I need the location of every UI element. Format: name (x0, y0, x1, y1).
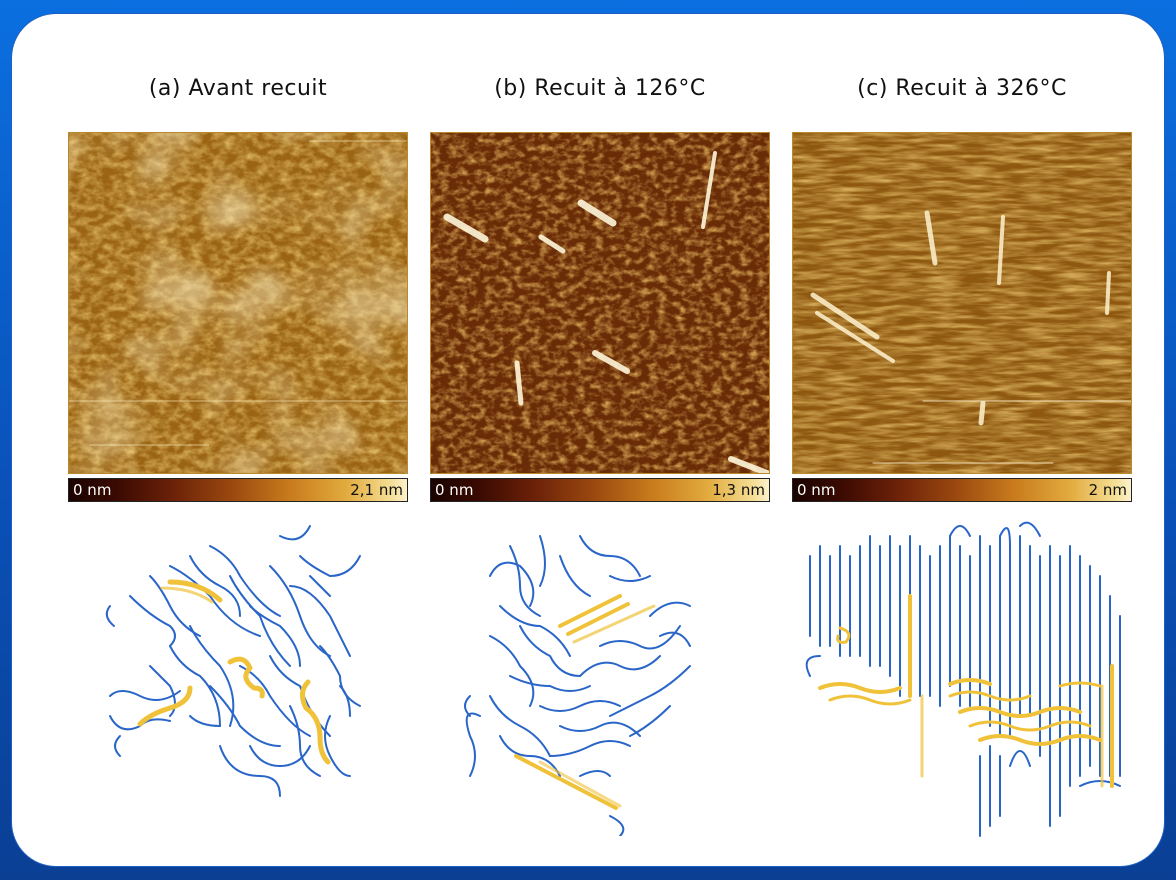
height-scale-c: 0 nm 2 nm (792, 478, 1132, 502)
chain-sketch-a (90, 516, 450, 856)
scale-max-label: 2 nm (1088, 481, 1127, 499)
height-scale-b: 0 nm 1,3 nm (430, 478, 770, 502)
chain-sketch-c (790, 516, 1150, 856)
panel-c-title: (c) Recuit à 326°C (857, 76, 1067, 101)
scale-min-label: 0 nm (73, 481, 112, 499)
panel-b-title: (b) Recuit à 126°C (494, 76, 706, 101)
height-scale-a: 0 nm 2,1 nm (68, 478, 408, 502)
afm-image-b (430, 132, 770, 474)
scale-max-label: 1,3 nm (712, 481, 765, 499)
scale-min-label: 0 nm (797, 481, 836, 499)
chain-sketch-b (450, 516, 810, 856)
panel-a-title: (a) Avant recuit (148, 76, 328, 101)
afm-image-c (792, 132, 1132, 474)
scale-max-label: 2,1 nm (350, 481, 403, 499)
afm-image-a (68, 132, 408, 474)
scale-min-label: 0 nm (435, 481, 474, 499)
